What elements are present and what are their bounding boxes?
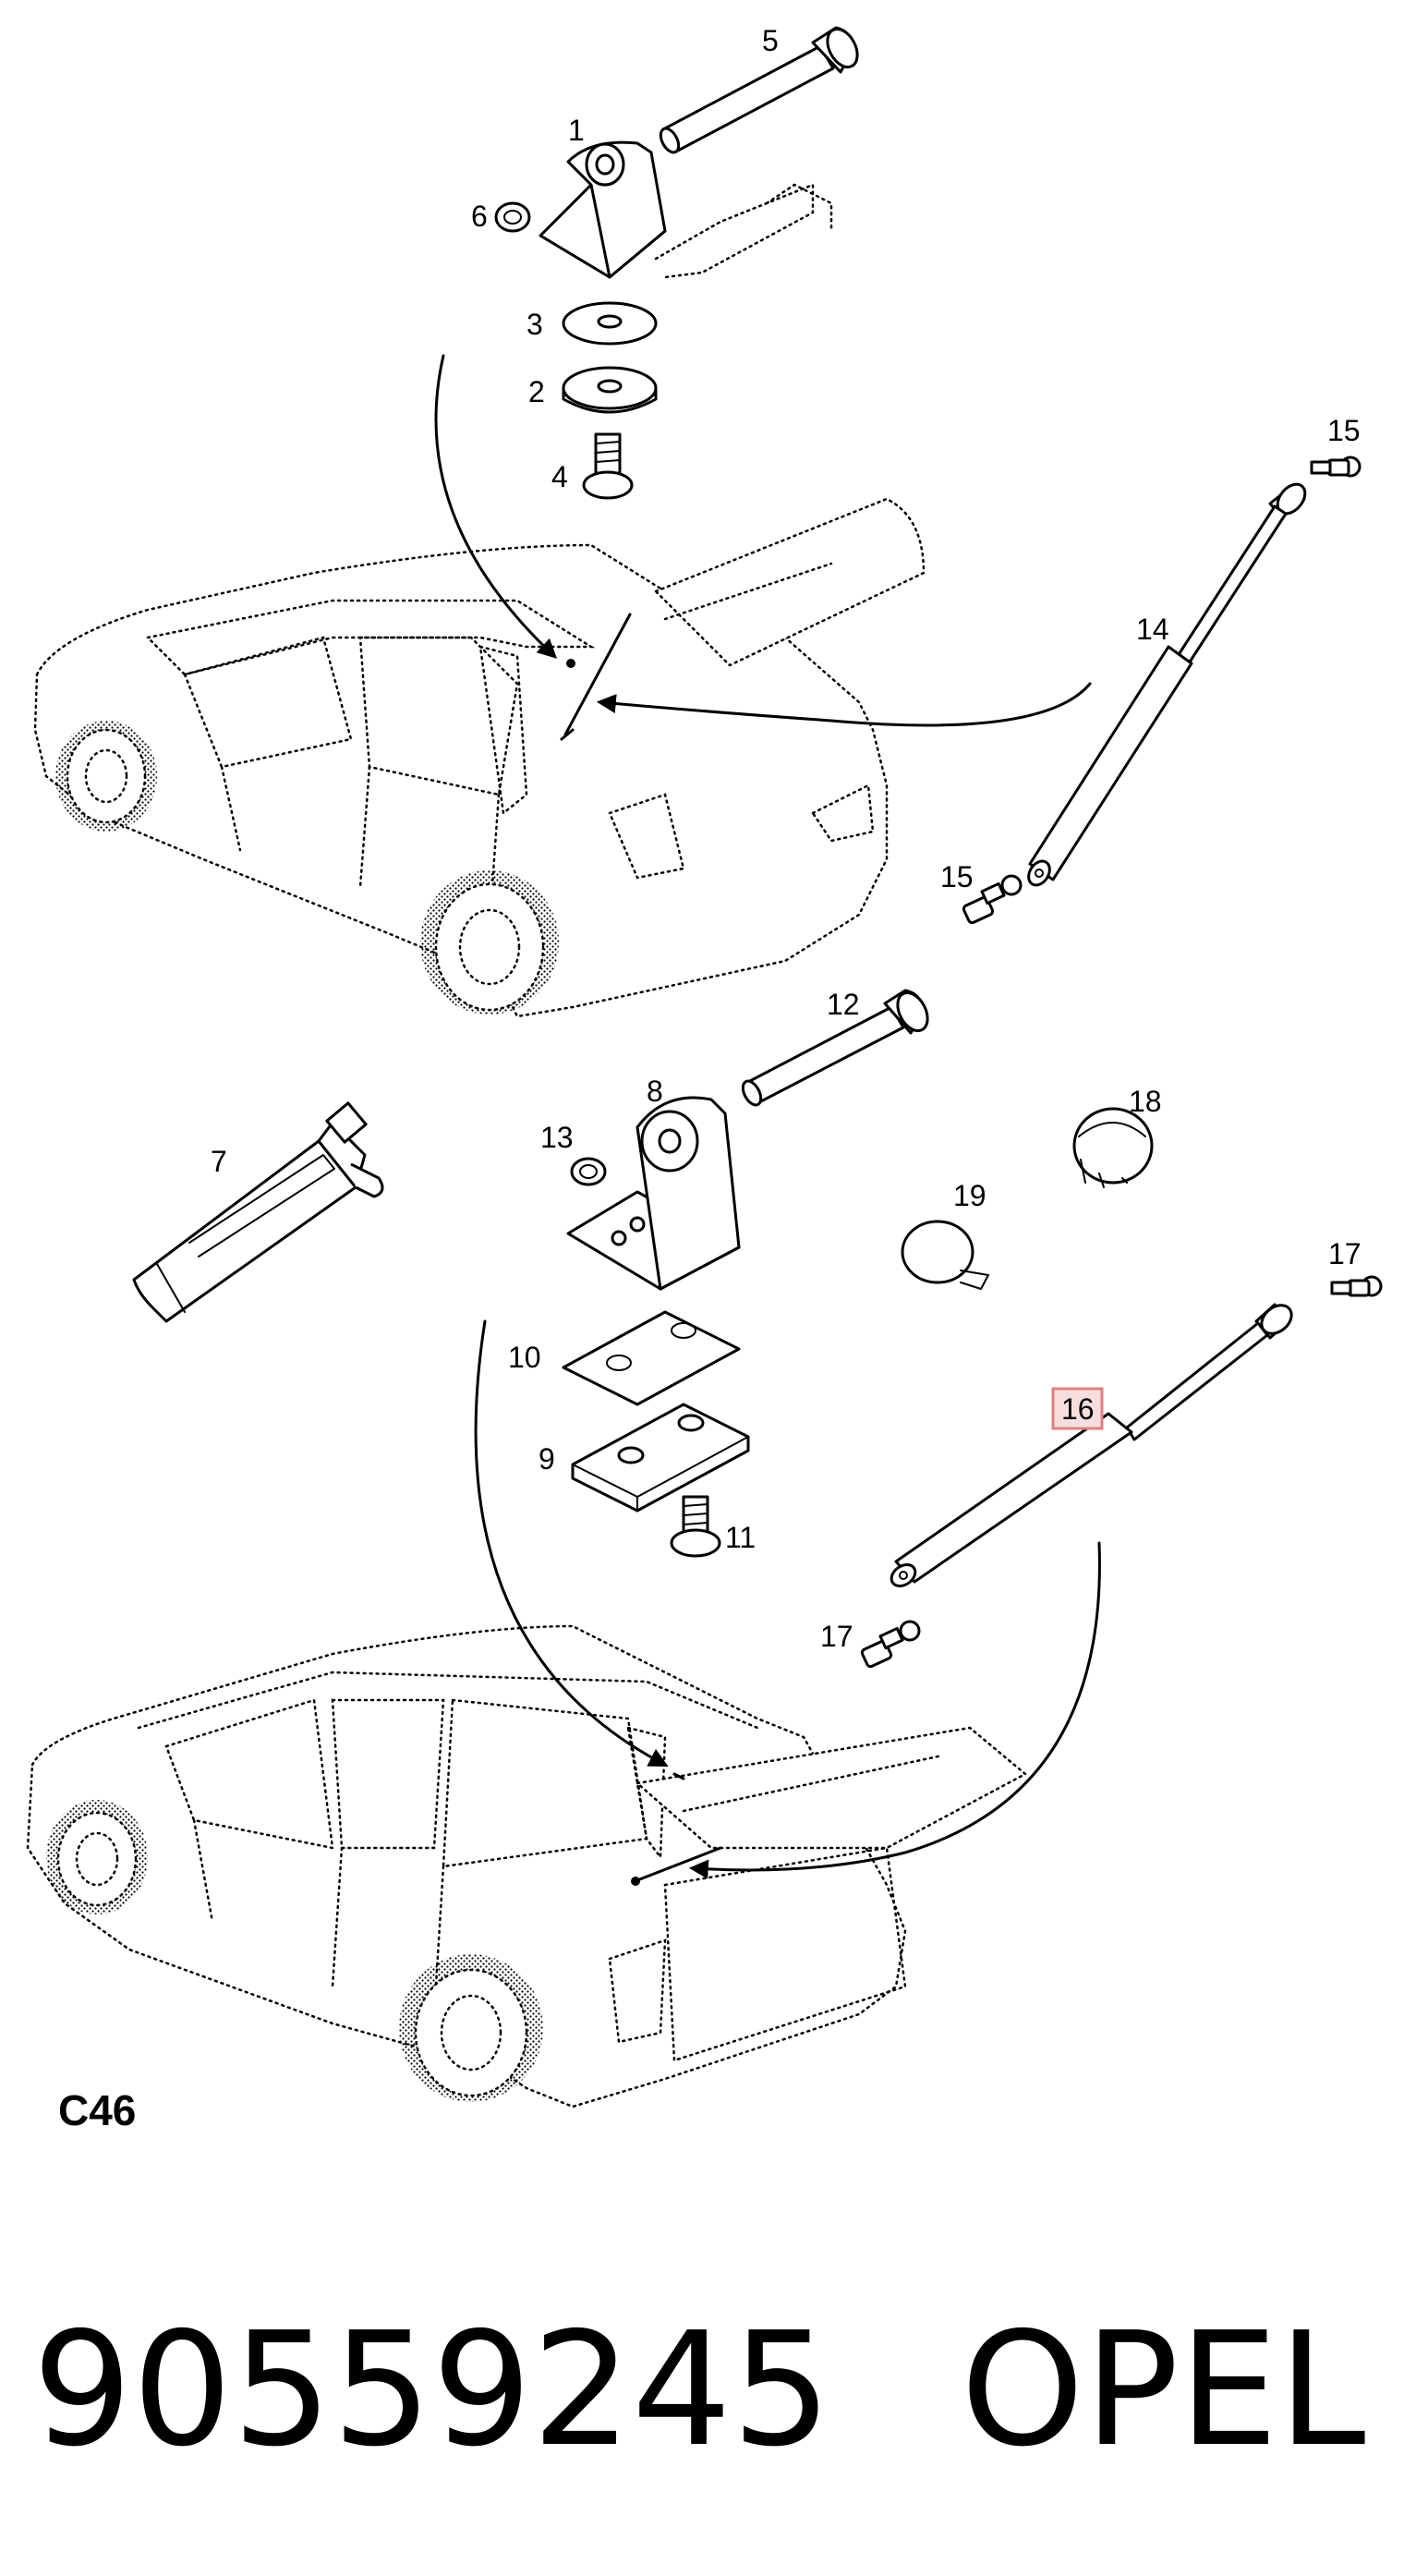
part-12-hinge-pin — [741, 989, 929, 1107]
car-estate — [26, 1624, 1028, 2108]
sheet-code: C46 — [58, 2086, 136, 2134]
brand-name: OPEL — [961, 2299, 1365, 2482]
callout-5: 5 — [762, 24, 779, 57]
callout-13: 13 — [540, 1121, 574, 1154]
part-5-hinge-pin — [659, 26, 859, 154]
part-17-ball-stud-top — [1330, 1275, 1383, 1297]
callout-17-lower: 17 — [820, 1620, 853, 1653]
part-15-ball-stud-lower — [962, 874, 1023, 925]
callout-8: 8 — [647, 1075, 663, 1108]
callout-17-top: 17 — [1328, 1237, 1362, 1270]
part-1-hinge — [539, 140, 833, 279]
part-8-hinge — [566, 1096, 741, 1291]
callout-2: 2 — [528, 375, 545, 408]
callout-10: 10 — [508, 1341, 541, 1374]
part-7-grease-tube — [132, 1101, 384, 1323]
callout-9: 9 — [539, 1442, 555, 1476]
part-6-clip — [494, 201, 531, 233]
callout-19: 19 — [953, 1179, 986, 1212]
part-9-plate — [571, 1403, 750, 1513]
callout-15-top: 15 — [1327, 414, 1361, 447]
callout-18: 18 — [1129, 1085, 1162, 1118]
part-2-washer — [562, 366, 658, 414]
callout-11: 11 — [725, 1521, 756, 1554]
callout-12: 12 — [827, 988, 860, 1021]
part-16-gas-strut — [890, 1303, 1293, 1587]
part-17-ball-stud-lower — [860, 1620, 921, 1669]
part-19-clip — [901, 1220, 989, 1290]
part-11-bolt — [670, 1495, 721, 1558]
callout-15-lower: 15 — [940, 860, 974, 893]
callout-4: 4 — [551, 460, 568, 493]
part-13-clip — [570, 1157, 607, 1186]
part-18-bump-stop — [1072, 1107, 1154, 1188]
part-number: 90559245 — [32, 2299, 831, 2482]
part-4-bolt — [582, 432, 634, 500]
callout-3: 3 — [526, 308, 543, 341]
callout-6: 6 — [471, 200, 488, 233]
callout-1: 1 — [568, 114, 585, 147]
callout-16-highlight-box — [1051, 1387, 1104, 1430]
part-14-gas-strut — [1027, 482, 1307, 887]
callout-14: 14 — [1136, 613, 1169, 646]
part-15-ball-stud-top — [1310, 456, 1362, 478]
callout-16: 16 — [1061, 1392, 1095, 1426]
part-3-washer — [562, 301, 658, 346]
car-hatchback — [33, 497, 926, 1018]
part-10-shim — [562, 1310, 741, 1406]
callout-7: 7 — [211, 1145, 227, 1178]
